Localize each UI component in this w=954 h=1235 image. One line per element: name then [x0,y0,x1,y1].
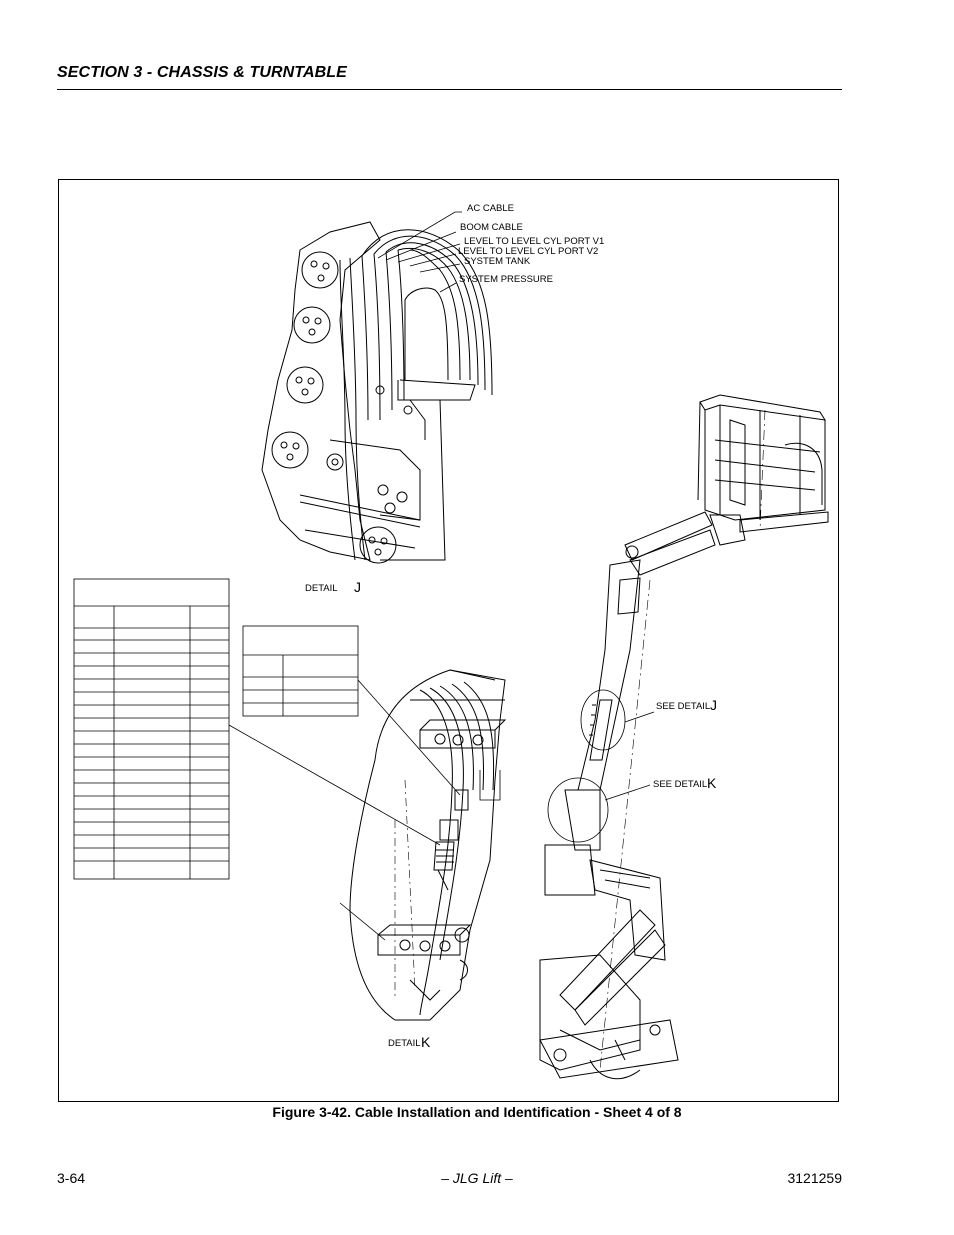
table-leader-left [228,724,441,846]
machine-overview-drawing [539,394,829,1080]
detail-j-word: DETAIL [305,583,338,594]
detail-j-leaders [377,211,462,293]
label-level-cyl-v2: LEVEL TO LEVEL CYL PORT V2 [458,246,598,257]
detail-j-drawing [261,221,493,564]
page-number: 3-64 [57,1170,86,1186]
document-number: 3121259 [787,1170,842,1186]
label-system-pressure: SYSTEM PRESSURE [459,274,553,285]
detail-k-drawing [349,669,507,1021]
label-level-cyl-v1: LEVEL TO LEVEL CYL PORT V1 [464,236,604,247]
cable-id-table-small [242,625,359,717]
label-ac-cable: AC CABLE [467,203,514,214]
detail-k-leader [339,902,386,941]
see-detail-k-letter: K [707,775,717,791]
detail-k-letter: K [421,1034,431,1050]
label-boom-cable: BOOM CABLE [460,222,523,233]
detail-j-letter: J [354,579,361,595]
header-divider [57,89,842,90]
publisher-name: – JLG Lift – [441,1170,513,1186]
figure-frame [58,179,839,1102]
see-detail-j-letter: J [710,697,717,713]
label-system-tank: SYSTEM TANK [464,256,531,267]
section-title: SECTION 3 - CHASSIS & TURNTABLE [57,64,347,81]
table-leader-small [357,679,461,796]
see-detail-j-word: SEE DETAIL [656,701,710,712]
figure-caption: Figure 3-42. Cable Installation and Iden… [272,1104,682,1120]
see-detail-k-word: SEE DETAIL [653,779,707,790]
detail-k-word: DETAIL [388,1038,421,1049]
cable-id-table-left [73,578,230,880]
